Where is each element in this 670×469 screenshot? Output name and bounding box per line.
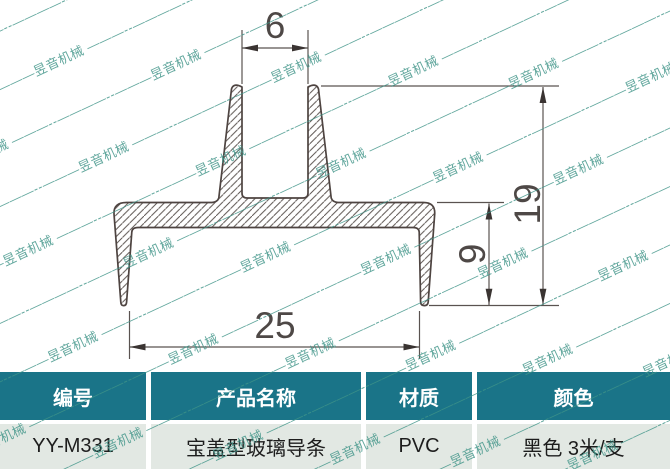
dimension-lip-depth: [429, 201, 559, 307]
arrowhead-right: [292, 44, 308, 52]
header-cell-material: 材质: [366, 372, 472, 420]
arrowhead-left: [242, 44, 258, 52]
dimension-base-width: [128, 311, 421, 359]
arrowhead-left: [129, 343, 146, 351]
cell-material: PVC: [366, 424, 472, 469]
cell-product-name: 宝盖型玻璃导条: [151, 424, 361, 469]
profile-outline: [113, 84, 436, 307]
arrowhead-up: [539, 87, 547, 103]
arrowhead-up: [485, 203, 493, 220]
table-header-row: 编号 产品名称 材质 颜色: [0, 372, 670, 420]
dimension-label-lip-depth: 9: [452, 244, 493, 265]
cell-color: 黑色 3米/支: [477, 424, 670, 469]
arrowhead-down: [539, 288, 547, 305]
profile-cross-section-drawing: 6 19 9 25: [113, 5, 559, 359]
dimension-label-base-width: 25: [254, 305, 295, 346]
arrowhead-down: [485, 288, 493, 305]
header-cell-product-name: 产品名称: [151, 372, 361, 420]
product-table: 编号 产品名称 材质 颜色 YY-M331 宝盖型玻璃导条 PVC 黑色 3米/…: [0, 372, 670, 469]
dimension-label-channel-width: 6: [265, 5, 286, 46]
cell-code: YY-M331: [0, 424, 146, 469]
dimension-label-overall-height: 19: [507, 183, 548, 224]
dimension-overall-height: [321, 85, 559, 305]
arrowhead-right: [403, 343, 420, 351]
header-cell-color: 颜色: [477, 372, 670, 420]
header-cell-code: 编号: [0, 372, 146, 420]
table-row: YY-M331 宝盖型玻璃导条 PVC 黑色 3米/支: [0, 424, 670, 469]
